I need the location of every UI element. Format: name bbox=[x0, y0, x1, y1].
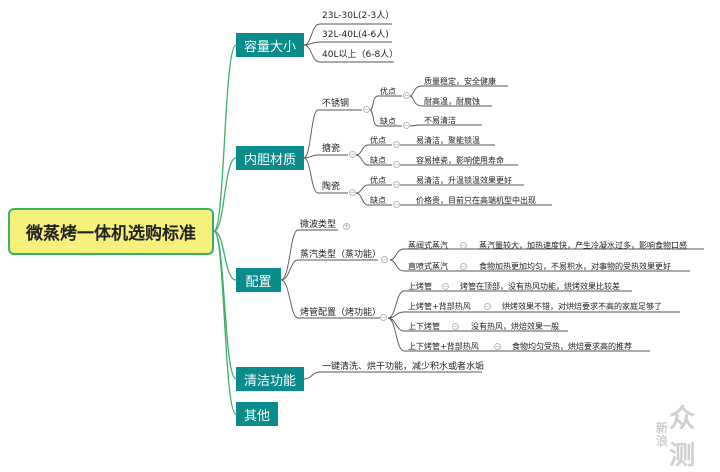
root-title: 微蒸烤一体机选购标准 bbox=[26, 224, 196, 244]
bake-item-name: 上下烤管 bbox=[408, 322, 440, 331]
cons-label: 缺点 bbox=[380, 117, 396, 126]
ceramic-label: 陶瓷 bbox=[322, 182, 341, 192]
category-label: 配置 bbox=[245, 274, 272, 290]
enamel-label: 搪瓷 bbox=[322, 144, 341, 154]
cleaning-desc: 一键清洗、烘干功能，减少积水或者水垢 bbox=[322, 362, 485, 372]
category-label: 内胆材质 bbox=[243, 152, 296, 168]
watermark-logo: 新浪 众测 bbox=[656, 398, 720, 472]
steam-type-label: 蒸汽类型（蒸功能） bbox=[300, 250, 382, 260]
category-liner[interactable]: 内胆材质 bbox=[236, 146, 304, 170]
microwave-type: 微波类型 bbox=[300, 220, 337, 230]
mind-map: 微蒸烤一体机选购标准 容量大小 内胆材质 配置 清洁功能 其他 23L-30L(… bbox=[8, 11, 704, 471]
capacity-item: 40L以上（6-8人） bbox=[322, 50, 399, 60]
bake-item-desc: 食物均匀受热，烘焙要求高的推荐 bbox=[512, 342, 632, 351]
bake-item-name: 上下烤管+背部热风 bbox=[408, 342, 479, 351]
collapse-toggle-icon[interactable]: − bbox=[363, 106, 370, 113]
category-label: 其他 bbox=[243, 408, 270, 424]
collapse-toggle-icon[interactable]: − bbox=[403, 122, 410, 129]
steam-item-name: 蒸阀式蒸汽 bbox=[408, 241, 448, 250]
pros-label: 优点 bbox=[380, 87, 396, 96]
collapse-toggle-icon[interactable]: − bbox=[484, 303, 491, 310]
category-capacity[interactable]: 容量大小 bbox=[236, 33, 304, 57]
pros-item: 质量稳定，安全健康 bbox=[424, 77, 496, 86]
watermark-small: 新浪 bbox=[656, 421, 669, 448]
bake-item-desc: 没有热风，烘焙效果一般 bbox=[471, 322, 559, 331]
collapse-toggle-icon[interactable]: − bbox=[381, 256, 388, 263]
cons-item: 容易掉瓷，影响使用寿命 bbox=[416, 156, 504, 165]
category-cleaning[interactable]: 清洁功能 bbox=[236, 367, 304, 391]
connector-lines bbox=[213, 23, 704, 415]
category-config[interactable]: 配置 bbox=[236, 268, 281, 292]
collapse-toggle-icon[interactable]: − bbox=[452, 323, 459, 330]
cons-label: 缺点 bbox=[370, 196, 386, 205]
category-other[interactable]: 其他 bbox=[236, 402, 278, 426]
collapse-toggle-icon[interactable]: − bbox=[442, 283, 449, 290]
cons-label: 缺点 bbox=[370, 156, 386, 165]
pros-item: 易清洁，升温锁温效果更好 bbox=[416, 176, 512, 185]
collapse-toggle-icon[interactable]: − bbox=[460, 263, 467, 270]
collapse-toggle-icon[interactable]: − bbox=[393, 141, 400, 148]
capacity-item: 32L-40L(4-6人) bbox=[322, 30, 389, 40]
steam-item-desc: 食物加热更加均匀，不易积水，对事物的受热效果更好 bbox=[479, 262, 671, 271]
steam-item-name: 直喷式蒸汽 bbox=[408, 262, 448, 271]
cons-item: 价格贵，目前只在高端机型中出现 bbox=[416, 196, 536, 205]
bake-item-name: 上烤管 bbox=[408, 282, 432, 291]
bake-item-name: 上烤管+背部热风 bbox=[408, 302, 471, 311]
watermark-big: 众测 bbox=[669, 404, 697, 471]
pros-item: 易清洁，聚能锁温 bbox=[416, 136, 480, 145]
stainless-label: 不锈钢 bbox=[322, 99, 350, 109]
capacity-item: 23L-30L(2-3人） bbox=[322, 11, 395, 21]
bake-config-label: 烤管配置（烤功能） bbox=[300, 308, 382, 318]
collapse-toggle-icon[interactable]: − bbox=[393, 201, 400, 208]
category-label: 清洁功能 bbox=[243, 373, 296, 389]
collapse-toggle-icon[interactable]: − bbox=[349, 151, 356, 158]
collapse-toggle-icon[interactable]: − bbox=[460, 242, 467, 249]
collapse-toggle-icon[interactable]: − bbox=[380, 314, 387, 321]
category-label: 容量大小 bbox=[243, 39, 296, 55]
bake-item-desc: 烤管在顶部，没有热风功能，烘烤效果比较差 bbox=[460, 282, 620, 291]
root-node[interactable]: 微蒸烤一体机选购标准 bbox=[8, 208, 214, 255]
collapse-toggle-icon[interactable]: − bbox=[403, 92, 410, 99]
pros-label: 优点 bbox=[370, 176, 386, 185]
pros-label: 优点 bbox=[370, 136, 386, 145]
collapse-toggle-icon[interactable]: − bbox=[349, 189, 356, 196]
cons-item: 不易清洁 bbox=[424, 116, 456, 125]
collapse-toggle-icon[interactable]: − bbox=[393, 181, 400, 188]
collapse-toggle-icon[interactable]: − bbox=[393, 161, 400, 168]
expand-toggle-icon[interactable]: + bbox=[343, 223, 350, 230]
steam-item-desc: 蒸汽量较大，加热速度快，产生冷凝水过多，影响食物口感 bbox=[479, 241, 687, 250]
collapse-toggle-icon[interactable]: − bbox=[494, 343, 501, 350]
pros-item: 耐高温，耐腐蚀 bbox=[424, 97, 480, 106]
bake-item-desc: 烘烤效果不错，对烘焙要求不高的家庭足够了 bbox=[502, 302, 662, 311]
